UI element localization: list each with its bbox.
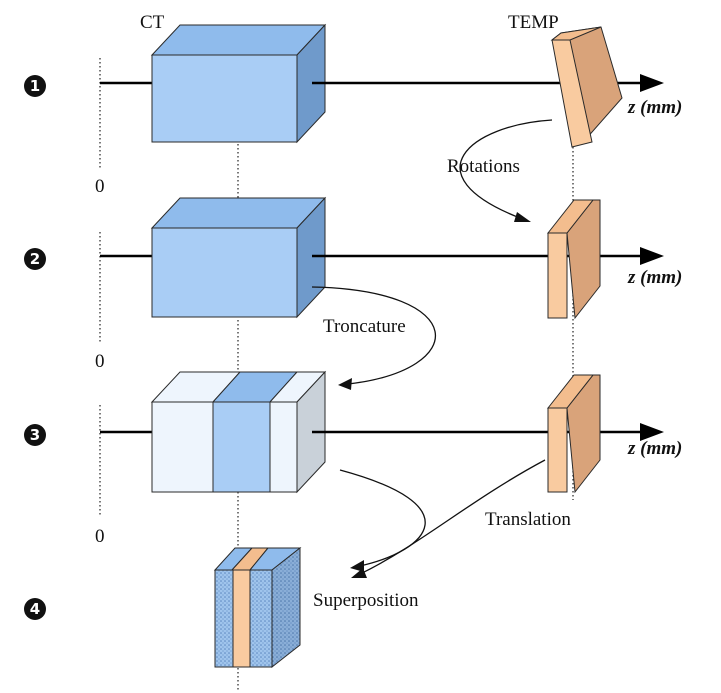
step-3-axis-arrowhead (640, 423, 664, 441)
step-4-front-ct-right (249, 569, 273, 668)
ct-column-label: CT (140, 12, 165, 33)
step-3-ct-volume (150, 370, 327, 494)
rotations-arrowhead (514, 212, 531, 222)
step-4-front-ct-left (214, 569, 234, 668)
superposition-label: Superposition (313, 590, 419, 611)
step-2-temp-slab (546, 199, 601, 320)
translation-label: Translation (485, 509, 571, 530)
translation-arrowhead (351, 568, 367, 578)
step-1-temp-slab (550, 26, 623, 148)
step-3: 3 z (mm) 0 (24, 370, 682, 547)
step-2-badge (24, 248, 46, 270)
step-1: 1 z (mm) 0 (24, 23, 682, 197)
step-3-temp-slab (546, 374, 601, 494)
step-2-ct-front (151, 227, 298, 318)
superposition-arrow (339, 469, 426, 567)
step-4: 4 (24, 546, 302, 669)
step-3-axis-label: z (mm) (627, 438, 682, 459)
troncature-arrowhead (338, 378, 352, 390)
step-1-number: 1 (30, 77, 40, 95)
superposition-arrowhead (350, 560, 364, 572)
step-3-number: 3 (30, 426, 40, 444)
step-4-superposed-volume (213, 546, 302, 669)
step-2-axis-arrowhead (640, 247, 664, 265)
step-4-badge (24, 598, 46, 620)
step-2-temp-front (547, 232, 568, 319)
troncature-label: Troncature (323, 316, 406, 337)
step-4-number: 4 (30, 600, 40, 618)
step-3-ct-front-left (151, 401, 214, 493)
temp-column-label: TEMP (508, 12, 559, 33)
step-3-origin: 0 (95, 526, 105, 547)
step-1-badge (24, 75, 46, 97)
step-2-ct-top (150, 197, 327, 229)
step-3-temp-front (547, 407, 568, 493)
step-1-ct-top (150, 24, 327, 56)
step-2-number: 2 (30, 250, 40, 268)
step-1-temp-top (550, 26, 602, 41)
rotations-label: Rotations (447, 156, 520, 177)
translation-arrow (359, 459, 546, 575)
step-1-ct-front (151, 54, 298, 143)
rotations-arrow (459, 119, 553, 219)
step-2-ct-volume (150, 196, 327, 319)
step-1-ct-volume (150, 23, 327, 144)
step-2-origin: 0 (95, 351, 105, 372)
step-2: 2 z (mm) 0 (24, 196, 682, 372)
step-3-ct-front-middle (212, 401, 271, 493)
step-1-origin: 0 (95, 176, 105, 197)
step-2-axis-label: z (mm) (627, 267, 682, 288)
step-3-ct-front-right (269, 401, 298, 493)
step-4-front-temp (232, 569, 251, 668)
troncature-arrow (311, 286, 437, 385)
step-3-badge (24, 424, 46, 446)
step-1-axis-label: z (mm) (627, 97, 682, 118)
step-1-axis-arrowhead (640, 74, 664, 92)
